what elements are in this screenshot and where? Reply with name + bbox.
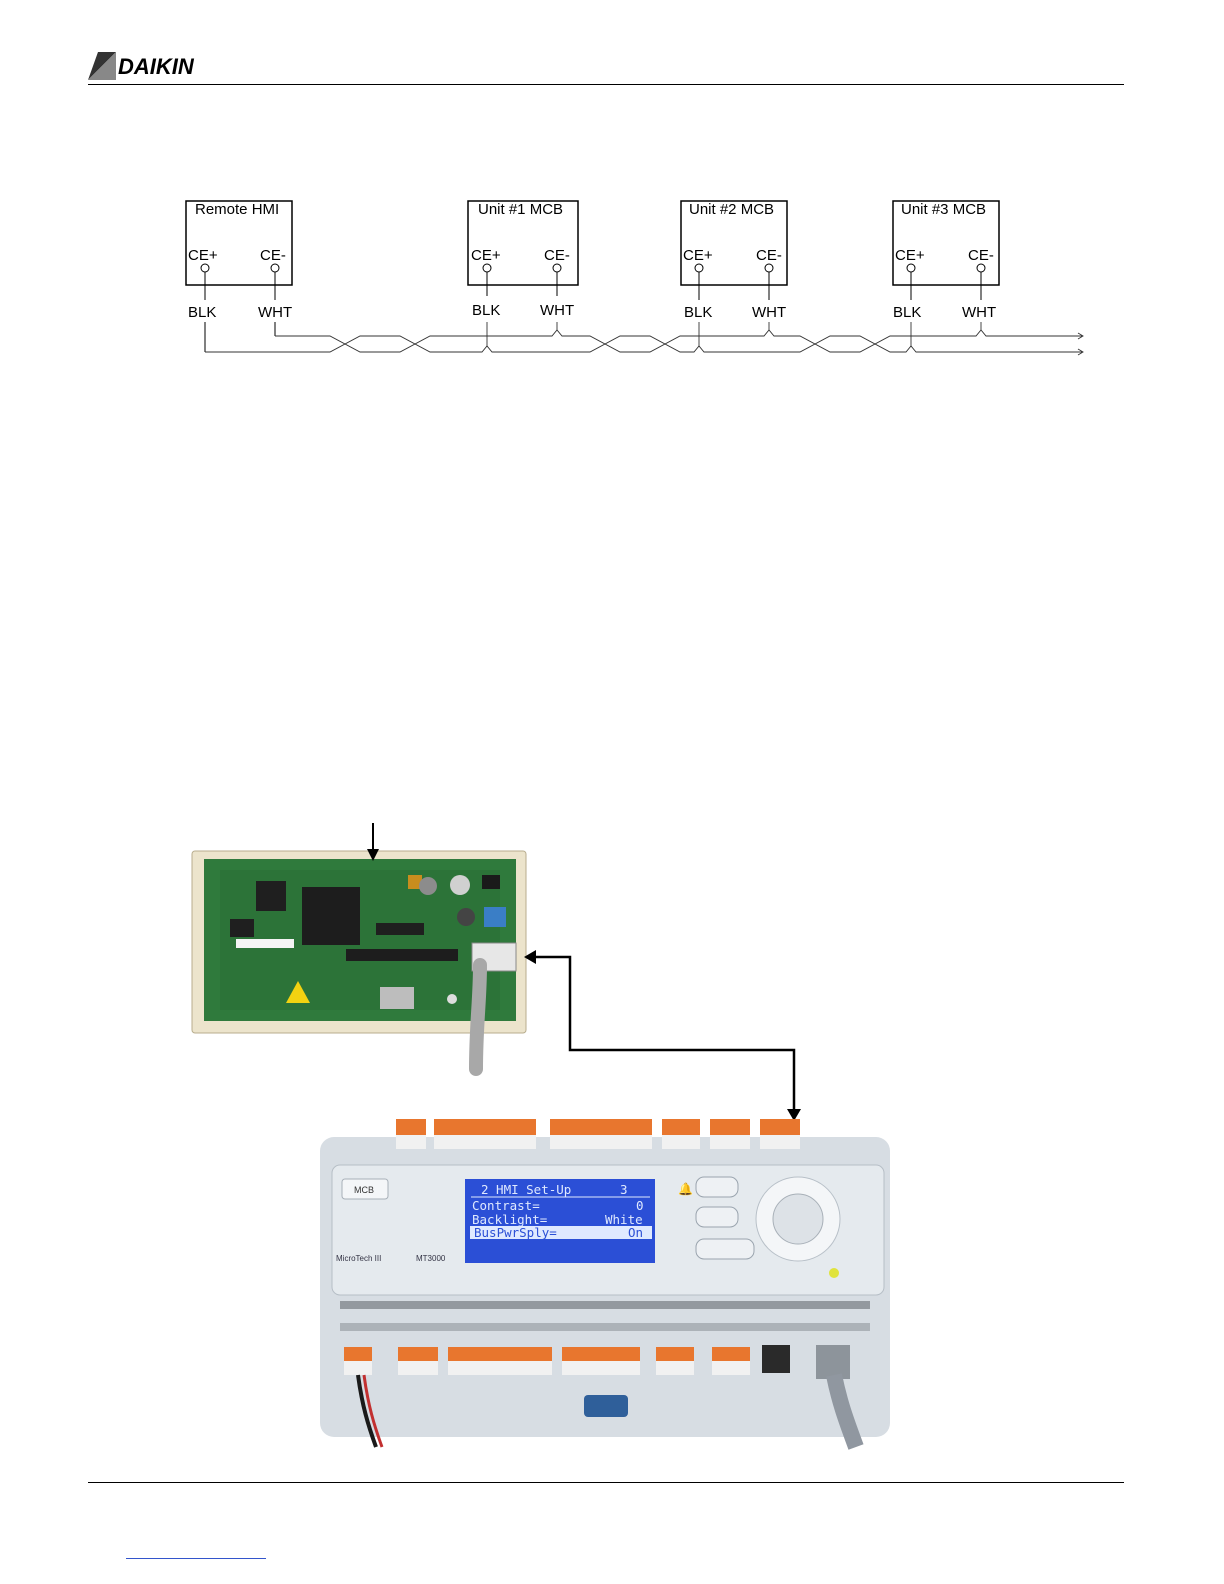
terminal-minus-label: CE- [544,247,570,264]
bell-icon: 🔔 [678,1182,693,1196]
status-led [829,1268,839,1278]
wire-blk-label: BLK [188,304,216,321]
terminal-plus-label: CE+ [895,247,925,264]
menu-button [696,1207,738,1227]
footer-rule [88,1482,1124,1483]
logo-text: DAIKIN [118,54,195,79]
lcd-row-value: 0 [636,1198,644,1213]
back-button [696,1239,754,1259]
header-rule [88,84,1124,85]
device-unit-1-mcb: Unit #1 MCB CE+ CE- BLK WHT [468,201,578,319]
wire-wht-label: WHT [540,302,574,319]
connector-arrow-path [524,950,801,1121]
alarm-button [696,1177,738,1197]
terminal-minus-label: CE- [260,247,286,264]
device-label: Unit #2 MCB [689,201,774,218]
lcd-row-value: On [628,1225,643,1240]
mcb-controller-photo: MCB MicroTech III MT3000 2 HMI Set-Up 3 … [320,1119,890,1447]
rj11-port [762,1345,790,1373]
wire-blk-label: BLK [684,304,712,321]
wire-blk-label: BLK [893,304,921,321]
wire-wht-label: WHT [962,304,996,321]
remote-hmi-board-photo [192,851,526,1069]
terminal-minus-label: CE- [968,247,994,264]
wire-wht-label: WHT [258,304,292,321]
lcd-row-label: Contrast= [472,1198,540,1213]
processor-chip [302,887,360,945]
model-label: MT3000 [416,1254,446,1263]
wiring-diagram: Remote HMI CE+ CE- BLK WHT Unit #1 MCB C… [170,190,1100,375]
lcd-row-label: BusPwrSply= [474,1225,557,1240]
terminal-plus-label: CE+ [188,247,218,264]
wire-wht-label: WHT [752,304,786,321]
mcb-label: MCB [354,1185,374,1195]
device-unit-2-mcb: Unit #2 MCB CE+ CE- BLK WHT [681,201,787,321]
lcd-page: 3 [620,1182,628,1197]
brand-label: MicroTech III [336,1254,381,1263]
device-remote-hmi: Remote HMI CE+ CE- BLK WHT [186,201,292,321]
rj45-port [816,1345,850,1379]
terminal-plus-label: CE+ [471,247,501,264]
hardware-photos: MCB MicroTech III MT3000 2 HMI Set-Up 3 … [180,815,910,1460]
cable [476,965,480,1069]
device-label: Unit #3 MCB [901,201,986,218]
lcd-title: 2 HMI Set-Up [481,1182,571,1197]
twisted-pair-cable [205,322,1082,352]
terminal-plus-label: CE+ [683,247,713,264]
daikin-logo: DAIKIN [88,52,218,85]
wire-blk-label: BLK [472,302,500,319]
footer-link-underline[interactable] [126,1558,266,1559]
device-label: Remote HMI [195,201,279,218]
terminal-minus-label: CE- [756,247,782,264]
wire-drops [205,272,981,352]
device-unit-3-mcb: Unit #3 MCB CE+ CE- BLK WHT [893,201,999,321]
device-label: Unit #1 MCB [478,201,563,218]
